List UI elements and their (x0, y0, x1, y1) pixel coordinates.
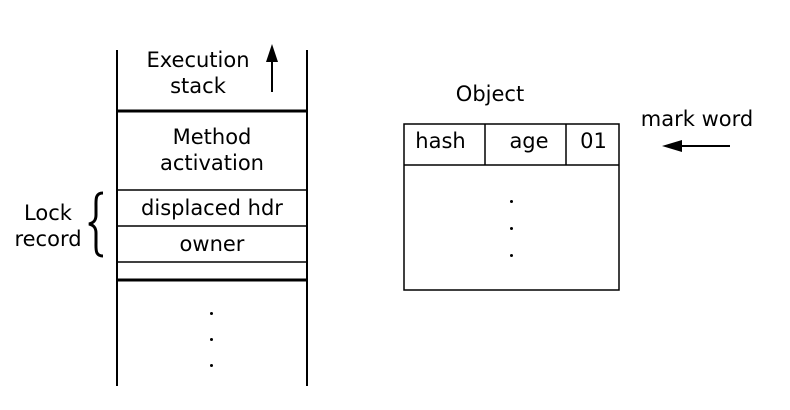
lock-record-line2: record (14, 227, 82, 251)
object-bits-cell: 01 (580, 129, 607, 153)
owner-label: owner (179, 232, 245, 256)
stack-ellipsis-dot-3 (210, 364, 213, 367)
lock-record-line1: Lock (24, 201, 72, 225)
object-hash-cell: hash (415, 129, 466, 153)
method-activation-line1: Method (172, 125, 252, 149)
lock-record-label: Lock record (8, 200, 88, 252)
object-ellipsis-dot-2 (510, 227, 513, 230)
mark-word-arrow-head (662, 140, 682, 152)
stack-ellipsis-dot-1 (210, 312, 213, 315)
lock-record-brace (88, 191, 104, 258)
object-ellipsis-dot-1 (510, 200, 513, 203)
execution-stack-line2: stack (170, 74, 226, 98)
object-title: Object (455, 82, 525, 106)
mark-word-label: mark word (640, 107, 754, 131)
object-ellipsis-dot-3 (510, 254, 513, 257)
object-box (403, 123, 620, 291)
execution-stack-line1: Execution (146, 48, 250, 72)
displaced-hdr-label: displaced hdr (141, 196, 283, 220)
object-age-cell: age (509, 129, 549, 153)
execution-arrow-head (266, 44, 278, 62)
execution-stack-label: Execution stack (140, 47, 256, 99)
method-activation-line2: activation (159, 151, 264, 175)
stack-ellipsis-dot-2 (210, 338, 213, 341)
method-activation-label: Method activation (117, 124, 307, 176)
